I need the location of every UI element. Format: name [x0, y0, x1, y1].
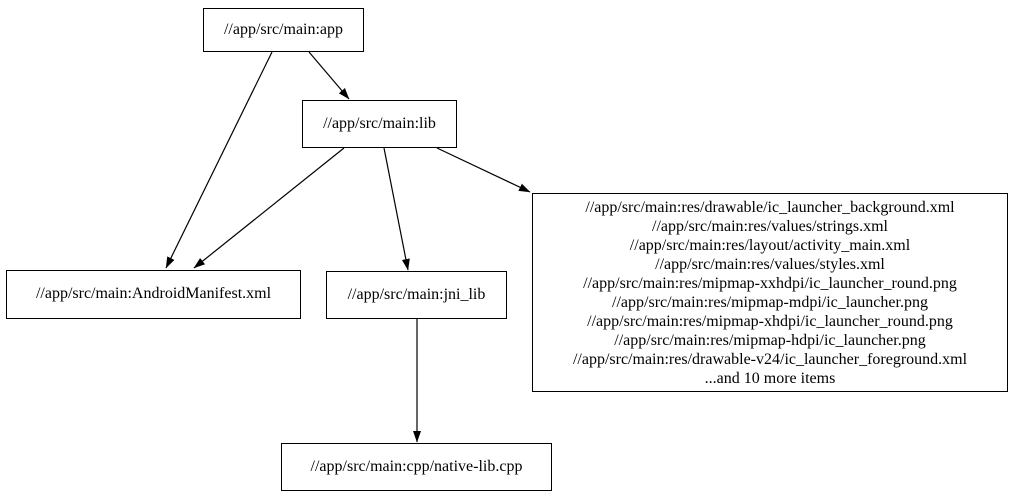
- node-app-label: //app/src/main:app: [223, 20, 344, 38]
- resource-item: //app/src/main:res/values/styles.xml: [655, 255, 885, 273]
- edge-lib-to-resources: [436, 147, 531, 193]
- node-jni-lib: //app/src/main:jni_lib: [326, 271, 507, 319]
- resource-item: //app/src/main:res/layout/activity_main.…: [629, 236, 911, 254]
- node-jni-lib-label: //app/src/main:jni_lib: [347, 285, 486, 303]
- resource-item: //app/src/main:res/drawable-v24/ic_launc…: [572, 350, 968, 368]
- node-native-lib-cpp: //app/src/main:cpp/native-lib.cpp: [281, 443, 552, 491]
- resource-item: //app/src/main:res/mipmap-mdpi/ic_launch…: [612, 293, 928, 311]
- resource-item: //app/src/main:res/mipmap-hdpi/ic_launch…: [614, 331, 926, 349]
- resource-item: //app/src/main:res/drawable/ic_launcher_…: [585, 198, 955, 216]
- node-resources-group: //app/src/main:res/drawable/ic_launcher_…: [532, 193, 1008, 392]
- node-native-lib-cpp-label: //app/src/main:cpp/native-lib.cpp: [310, 457, 523, 475]
- edge-app-to-androidmanifest: [165, 51, 273, 269]
- resource-item: //app/src/main:res/values/strings.xml: [652, 217, 888, 235]
- node-lib: //app/src/main:lib: [302, 100, 457, 148]
- edge-lib-to-androidmanifest: [193, 147, 345, 269]
- resource-item: //app/src/main:res/mipmap-xxhdpi/ic_laun…: [583, 274, 957, 292]
- node-lib-label: //app/src/main:lib: [323, 114, 436, 132]
- node-androidmanifest: //app/src/main:AndroidManifest.xml: [6, 270, 301, 319]
- node-app: //app/src/main:app: [203, 8, 364, 52]
- resource-item: //app/src/main:res/mipmap-xhdpi/ic_launc…: [587, 312, 953, 330]
- node-androidmanifest-label: //app/src/main:AndroidManifest.xml: [35, 285, 272, 303]
- resources-more-items: ...and 10 more items: [704, 369, 836, 387]
- edge-app-to-lib: [308, 51, 350, 100]
- edge-lib-to-jni-lib: [383, 147, 410, 271]
